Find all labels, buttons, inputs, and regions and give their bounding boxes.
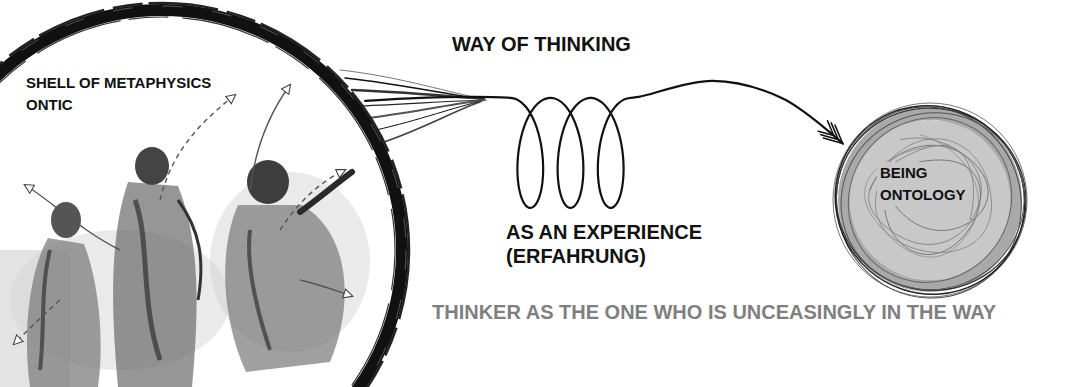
being-circle: BEINGONTOLOGY [830,100,1030,300]
node-subheading: ONTIC [26,94,73,116]
connector-group [365,81,843,208]
spiral-connector [365,81,843,208]
grey-ring [844,114,1016,286]
figure-arm [300,172,352,212]
metaphysics-shell-ring [0,1,411,387]
caption: THINKER AS THE ONE WHO IS UNCEASINGLY IN… [432,300,996,324]
escape-arrow [25,185,120,250]
brush-stroke [345,78,482,99]
figure-body [113,182,196,387]
ring-stroke [0,6,406,387]
figure-body [27,238,101,387]
escape-arrow [14,300,60,344]
grey-disk [850,120,1010,280]
ring-stroke [0,17,395,387]
escape-arrow [300,280,352,296]
tangle-line [876,139,992,253]
brush-stroke [376,101,482,130]
ink-stroke [249,230,270,350]
node-subheading: ONTOLOGY [877,184,969,206]
note-label: AS AN EXPERIENCE (ERFAHRUNG) [506,220,746,268]
ink-figures [0,147,370,387]
tangle-line [869,138,982,244]
escape-arrow [250,85,290,190]
figure-head [135,147,169,185]
figure-body [225,205,345,372]
escape-arrow [280,170,345,230]
ring-stroke [0,3,409,387]
node-heading: BEING [877,162,931,184]
scribble-ring [815,84,1046,316]
ink-stroke [135,200,160,360]
ink-stroke [178,200,201,300]
scribble-ring [833,103,1027,297]
scribble-ring [819,90,1043,308]
brush-stroke [384,102,480,142]
scribble-ring [816,87,1049,315]
ink-stroke [40,250,50,370]
metaphysics-shell: SHELL OF METAPHYSICSONTIC [0,1,411,387]
scribble-ring [810,81,1049,324]
brush-stroke [368,100,484,118]
arrow-head [818,121,833,136]
node-heading: SHELL OF METAPHYSICS [26,72,211,94]
escape-arrow [160,95,235,200]
ring-stroke [0,10,402,387]
tangle-line [865,135,979,257]
scribble-ring [797,67,1064,333]
brush-stroke [340,70,478,98]
escape-arrows [14,85,352,344]
edge-label: WAY OF THINKING [452,32,631,56]
